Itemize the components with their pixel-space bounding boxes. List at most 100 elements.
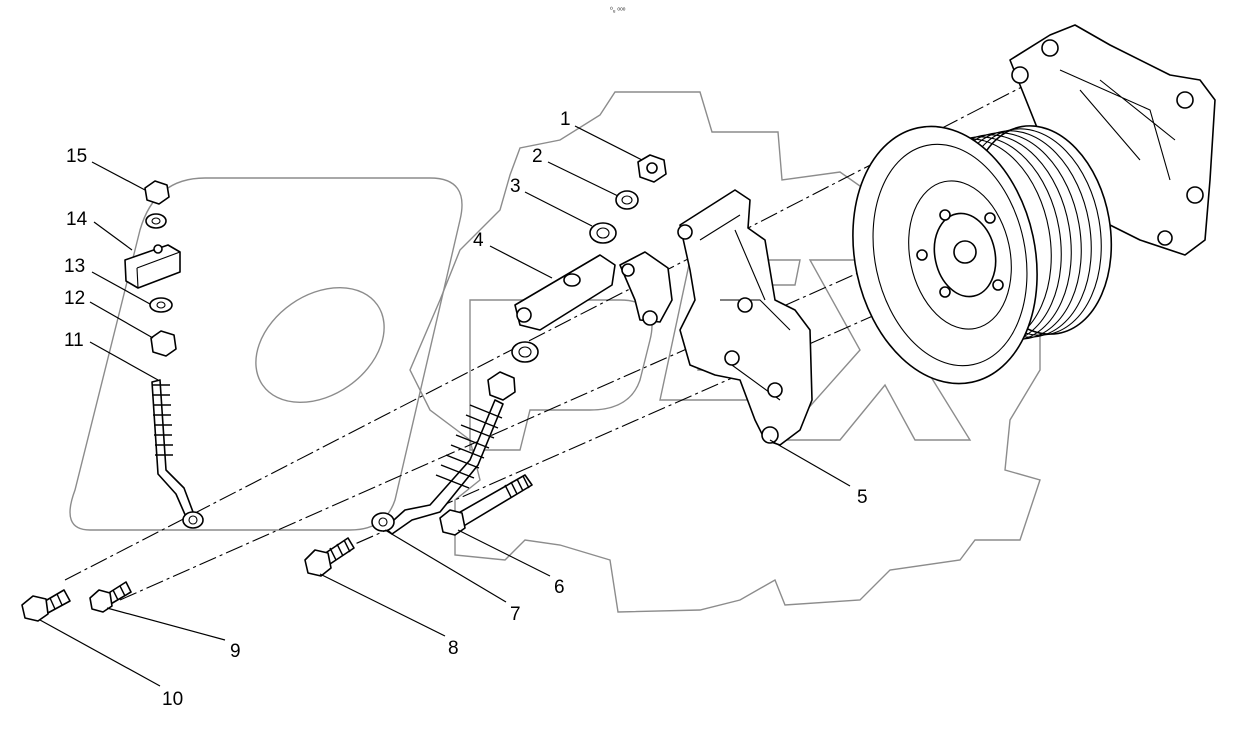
watermark-text: OPEX — [600, 725, 620, 732]
washer-pipe-7 — [511, 341, 539, 363]
bolt-9-head — [89, 589, 113, 613]
label-part-8: 8 — [448, 638, 459, 659]
nut-12 — [150, 330, 177, 357]
leader-15 — [91, 161, 146, 191]
spacer-bracket — [514, 251, 673, 331]
hub-housing — [1009, 24, 1216, 256]
bracket-hole-1 — [677, 224, 693, 240]
label-part-6: 6 — [554, 577, 565, 598]
nut-15 — [144, 180, 170, 205]
housing-hole-2 — [1011, 66, 1029, 84]
washer-2-bore — [621, 195, 633, 205]
leader-2 — [547, 161, 619, 197]
bracket-body — [679, 189, 813, 446]
washer-pipe-7-bore — [518, 346, 532, 358]
leader-12 — [89, 301, 154, 339]
link-plate-hole-2 — [642, 310, 658, 326]
pulley-flange-ring — [872, 143, 1028, 367]
pipe-7 — [371, 399, 504, 535]
washer-3 — [589, 222, 617, 244]
fan-hub-assembly — [852, 24, 1216, 385]
pipe-11-banjo — [182, 511, 204, 529]
label-part-5: 5 — [857, 487, 868, 508]
hub-bolt-hole-1 — [939, 209, 951, 221]
block-14-bore — [153, 244, 163, 254]
housing-hole-1 — [1041, 39, 1059, 57]
leader-6 — [457, 529, 551, 577]
label-part-9: 9 — [230, 641, 241, 662]
nut-washer-stack — [589, 154, 667, 244]
label-part-7: 7 — [510, 604, 521, 625]
leader-7 — [384, 529, 507, 603]
bracket-hole-5 — [761, 426, 779, 444]
bracket-hole-2 — [737, 297, 753, 313]
label-part-15: 15 — [66, 146, 87, 167]
nut-pipe-7 — [487, 371, 516, 401]
leader-5 — [769, 439, 851, 487]
pipe-7-banjo — [371, 512, 395, 532]
label-part-12: 12 — [64, 288, 85, 309]
housing-hole-5 — [1157, 230, 1173, 246]
label-part-1: 1 — [560, 109, 571, 130]
leader-11 — [89, 341, 159, 381]
block-14-edge — [136, 251, 181, 269]
bolt-10-head — [21, 595, 49, 622]
label-part-11: 11 — [64, 330, 84, 351]
hub-bore — [953, 240, 977, 264]
link-plate-hole-1 — [621, 263, 635, 277]
bolt-8 — [304, 537, 355, 577]
block-14-edge-2 — [136, 267, 139, 289]
center-line-upper — [64, 74, 1046, 581]
bolt-6 — [439, 474, 533, 536]
bolt-6-head — [439, 509, 466, 536]
bolt-9-threads — [112, 585, 126, 601]
leader-8 — [319, 573, 446, 637]
bracket-assembly — [677, 189, 813, 446]
spacer-bracket-end — [516, 307, 532, 323]
leader-14 — [93, 221, 133, 251]
housing-hole-3 — [1176, 91, 1194, 109]
nut-1-bore — [646, 162, 658, 174]
bolt-8-head — [304, 549, 332, 577]
washer-15 — [145, 213, 167, 229]
leader-3 — [524, 191, 593, 227]
bolt-10 — [21, 589, 71, 622]
washer-13-bore — [156, 301, 166, 309]
watermark-letter-o-outer — [69, 177, 463, 531]
label-part-13: 13 — [64, 256, 85, 277]
spacer-bracket-hole — [563, 273, 581, 287]
leader-4 — [489, 245, 553, 279]
label-part-14: 14 — [66, 209, 88, 230]
washer-3-bore — [596, 227, 610, 239]
leader-1 — [574, 125, 643, 161]
bracket-ribs — [699, 214, 791, 401]
hub-bolt-hole-5 — [916, 249, 928, 261]
bolt-6-threads — [504, 475, 530, 498]
washer-13 — [149, 297, 173, 313]
watermark-letter-o-inner — [255, 286, 385, 404]
hub-bolt-hole-3 — [992, 279, 1004, 291]
bolt-10-threads — [49, 593, 63, 610]
hub-bolt-hole-2 — [984, 212, 996, 224]
bolt-8-threads — [329, 539, 351, 561]
pipe-11-threads — [152, 384, 173, 456]
pipe-7-fittings — [487, 341, 539, 401]
housing-detail — [1059, 69, 1176, 181]
block-14 — [124, 244, 181, 289]
pipe-11-tube — [151, 379, 197, 527]
pipe-11-banjo-bore — [188, 515, 198, 525]
header-text: ⁰ᵤ ᵒᵒᵒ — [610, 6, 626, 14]
bracket-hole-4 — [767, 382, 783, 398]
label-part-10: 10 — [162, 689, 183, 710]
pulley-flange-ring-inner — [908, 180, 1012, 330]
leader-9 — [106, 607, 226, 641]
pipe-7-banjo-bore — [378, 517, 388, 527]
housing-hole-4 — [1186, 186, 1204, 204]
pipe-11 — [151, 379, 204, 529]
bolt-9 — [89, 581, 132, 613]
spacer-bracket-body — [514, 254, 616, 331]
leader-lines — [39, 125, 851, 687]
left-fitting-stack — [124, 180, 181, 357]
leader-13 — [91, 271, 151, 305]
leader-10 — [39, 619, 161, 687]
